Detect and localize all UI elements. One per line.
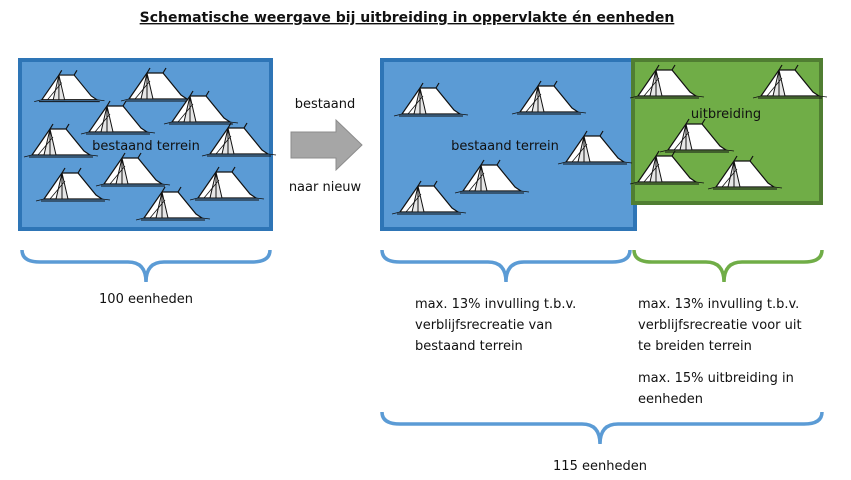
extension-brace [632,249,824,283]
existing-caption-line: bestaand terrein [415,339,523,354]
diagram-title: Schematische weergave bij uitbreiding in… [140,10,675,26]
arrow-label-top: bestaand [295,97,356,112]
units-caption: max. 15% uitbreiding in eenheden [638,371,798,407]
left-caption: 100 eenheden [99,292,193,307]
existing-caption-line: verblijfsrecreatie van [415,318,552,333]
existing-caption-line: max. 13% invulling t.b.v. [415,297,576,312]
existing-caption: max. 13% invulling t.b.v. verblijfsrecre… [415,297,580,354]
right-existing-label: bestaand terrein [451,139,559,154]
units-caption-line: max. 15% uitbreiding in [638,371,794,386]
existing-brace [380,249,632,283]
arrow-right-icon [290,118,363,172]
arrow-label-bottom: naar nieuw [289,180,362,195]
extension-label: uitbreiding [691,107,761,122]
total-brace [380,411,824,445]
total-caption: 115 eenheden [553,459,647,474]
extension-caption-line: max. 13% invulling t.b.v. [638,297,799,312]
units-caption-line: eenheden [638,392,703,407]
extension-caption-line: te breiden terrein [638,339,752,354]
extension-caption-line: verblijfsrecreatie voor uit [638,318,802,333]
extension-caption: max. 13% invulling t.b.v. verblijfsrecre… [638,297,806,354]
left-box-label: bestaand terrein [92,139,200,154]
left-brace [20,249,272,283]
